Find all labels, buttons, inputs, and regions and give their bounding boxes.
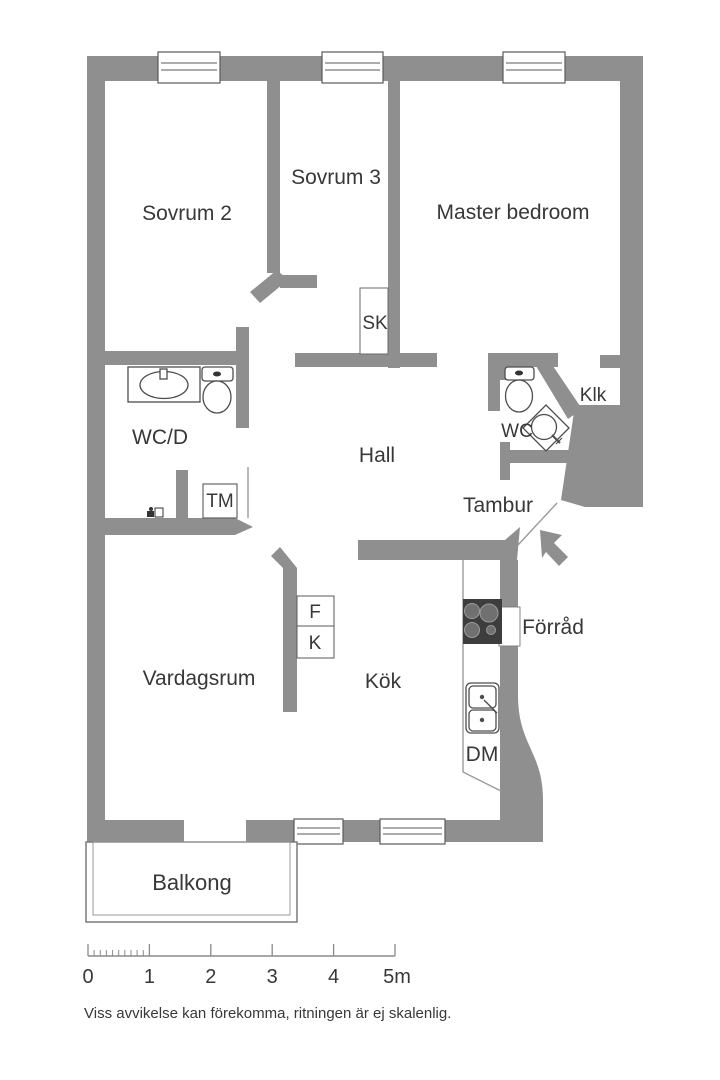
- toilet-icon: [201, 366, 234, 414]
- label-tambur: Tambur: [463, 494, 533, 517]
- wall-klk-stub: [600, 355, 643, 368]
- scale-label-0: 0: [82, 966, 93, 988]
- wall-wcd-right: [236, 327, 249, 428]
- wall-fk-partition: [271, 547, 297, 712]
- wall-vardagsrum-top: [87, 518, 235, 535]
- wall-vardagsrum-top-cap: [235, 518, 253, 535]
- entrance: [517, 502, 568, 566]
- windows: [157, 51, 566, 845]
- toilet-icon: [504, 366, 535, 413]
- wall-sovrum3-master: [388, 78, 400, 368]
- label-wc: WC: [501, 421, 533, 442]
- floor-drain-icon: [147, 507, 164, 518]
- wall-wcd-partition: [176, 470, 188, 518]
- wall-tambur-mass: [561, 405, 643, 507]
- scale-label-5m: 5m: [383, 966, 411, 988]
- wall-wc-diagonal: [536, 366, 582, 419]
- bathroom-sink-icon: [127, 366, 201, 403]
- scale-bar: 0 1 2 3 4 5m: [82, 944, 411, 988]
- stove-icon: [463, 599, 502, 644]
- wall-hall-top: [295, 353, 437, 367]
- label-dm: DM: [466, 743, 499, 766]
- balcony-door-opening: [184, 818, 246, 844]
- left-exterior-wall: [87, 56, 105, 842]
- balcony-inner: [92, 841, 291, 916]
- wall-sovrum3-bottom-stub: [280, 275, 317, 288]
- wall-sovrum2-bottom: [87, 351, 237, 365]
- balcony: [85, 841, 298, 923]
- wall-wc-left-stub: [488, 353, 500, 411]
- label-tm: TM: [206, 491, 233, 512]
- openings: [184, 606, 521, 844]
- kitchen-fixtures: [462, 560, 502, 792]
- wc-fixtures: [504, 366, 570, 452]
- scale-label-2: 2: [205, 966, 216, 988]
- scale-bar-labels: 0 1 2 3 4 5m: [82, 966, 410, 988]
- label-f: F: [309, 602, 321, 623]
- wcd-fixtures: [127, 366, 249, 519]
- scale-bar-major-ticks: [87, 944, 396, 956]
- scale-label-3: 3: [267, 966, 278, 988]
- entrance-arrow-icon: [540, 530, 568, 566]
- label-sovrum3: Sovrum 3: [291, 166, 381, 189]
- window-icon: [157, 51, 221, 84]
- forrad-door: [498, 606, 521, 647]
- fridge-box: [296, 625, 335, 659]
- scale-label-1: 1: [144, 966, 155, 988]
- freezer-box: [296, 595, 335, 627]
- window-icon: [293, 818, 344, 845]
- window-icon: [321, 51, 384, 84]
- corner-sink-icon: [522, 404, 570, 452]
- label-klk: Klk: [580, 385, 607, 406]
- window-icon: [502, 51, 566, 84]
- wall-hall-bottom-cap: [505, 527, 520, 560]
- wall-wc-top: [488, 353, 558, 367]
- label-kok: Kök: [365, 670, 402, 693]
- label-sk: SK: [362, 313, 388, 334]
- disclaimer-text: Viss avvikelse kan förekomma, ritningen …: [84, 1005, 451, 1022]
- wall-hall-bottom: [358, 540, 505, 560]
- label-k: K: [309, 633, 322, 654]
- label-forrad: Förråd: [522, 616, 584, 639]
- right-exterior-wall: [620, 56, 643, 507]
- scale-bar-minor-ticks: [93, 950, 144, 956]
- wall-kitchen-right-curved: [500, 560, 543, 842]
- wall-wc-bottom-stub: [500, 442, 510, 480]
- label-vardagsrum: Vardagsrum: [143, 667, 256, 690]
- label-sovrum2: Sovrum 2: [142, 202, 232, 225]
- counter-edge-diagonal: [462, 771, 502, 792]
- window-icon: [379, 818, 446, 845]
- kitchen-sink-icon: [465, 682, 500, 734]
- balcony-outer: [85, 841, 298, 923]
- sk-closet-box: [359, 287, 389, 355]
- door-leaf-sovrum3: [250, 270, 288, 303]
- washing-machine-icon: [202, 483, 238, 519]
- label-master-bedroom: Master bedroom: [437, 201, 590, 224]
- wall-wc-bottom: [500, 450, 570, 463]
- scale-label-4: 4: [328, 966, 339, 988]
- wall-sovrum2-sovrum3: [267, 78, 280, 273]
- door-swing-icon: [517, 502, 558, 546]
- fk-boxes: [296, 595, 335, 659]
- label-hall: Hall: [359, 444, 395, 467]
- room-labels: Sovrum 2 Sovrum 3 Master bedroom Hall Ta…: [132, 166, 607, 895]
- label-balkong: Balkong: [152, 870, 232, 895]
- label-wcd: WC/D: [132, 426, 188, 449]
